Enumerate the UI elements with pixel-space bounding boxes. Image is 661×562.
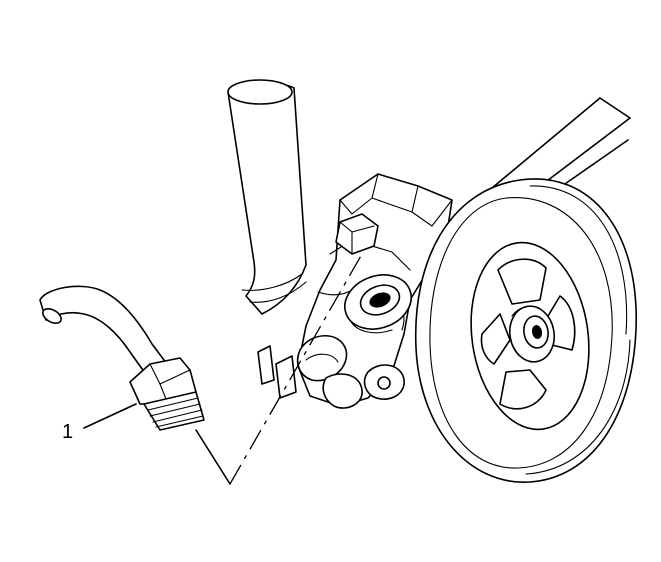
- callout-label-1: 1: [62, 421, 74, 443]
- connection-leader-left: [195, 429, 231, 485]
- hose-bracket: [257, 345, 297, 399]
- upper-hose: [227, 79, 307, 315]
- pump-outlet-port: [344, 274, 412, 334]
- connection-leader-right: [229, 253, 363, 485]
- leader-lines: [83, 253, 363, 485]
- pressure-line-fitting: [39, 285, 205, 431]
- pump-bolt: [335, 213, 379, 255]
- pump-pulley: [414, 178, 637, 483]
- callout-leader-1: [83, 403, 137, 429]
